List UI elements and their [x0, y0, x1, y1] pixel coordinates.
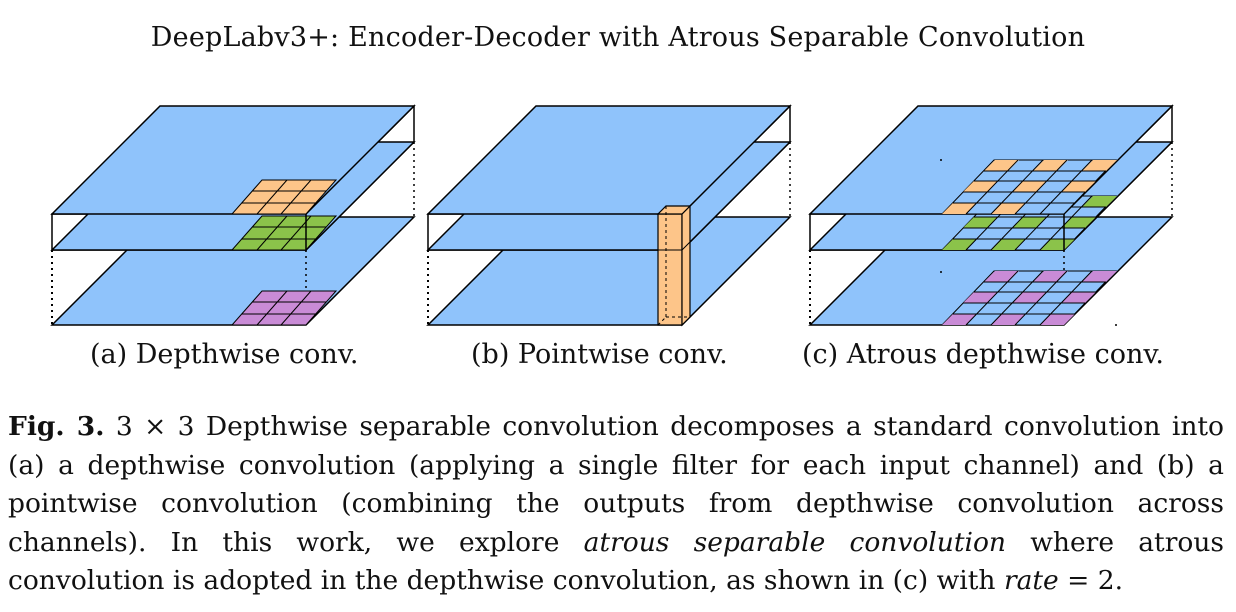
top-layer [426, 105, 792, 215]
subfigure-label-a: (a) Depthwise conv. [90, 339, 359, 370]
panel-b-pointwise [426, 104, 792, 327]
caption-text-2: where atrous convolution is adopted in t… [8, 526, 1224, 597]
caption-text-3: = 2. [1058, 565, 1124, 596]
figure-caption: Fig. 3. 3 × 3 Depthwise separable convol… [8, 408, 1224, 601]
top-layer [50, 105, 416, 215]
orange-filter-grid [230, 179, 338, 215]
subfigure-label-c: (c) Atrous depthwise conv. [802, 339, 1164, 370]
purple-atrous-grid [940, 270, 1118, 326]
panel-c-atrous [808, 104, 1174, 326]
caption-label: Fig. 3. [8, 411, 105, 442]
figure-title: DeepLabv3+: Encoder-Decoder with Atrous … [150, 22, 1086, 53]
caption-rate: rate [1003, 565, 1059, 596]
pointwise-column [656, 204, 692, 327]
purple-filter-grid [230, 290, 338, 326]
caption-text-1: 3 × 3 Depthwise separable convolution de… [8, 411, 1224, 558]
subfigure-label-b: (b) Pointwise conv. [471, 339, 728, 370]
orange-atrous-grid [940, 159, 1118, 215]
caption-emphasis: atrous separable convolution [583, 526, 1006, 558]
figure-diagram [50, 104, 1174, 327]
panel-a-depthwise [50, 104, 416, 326]
